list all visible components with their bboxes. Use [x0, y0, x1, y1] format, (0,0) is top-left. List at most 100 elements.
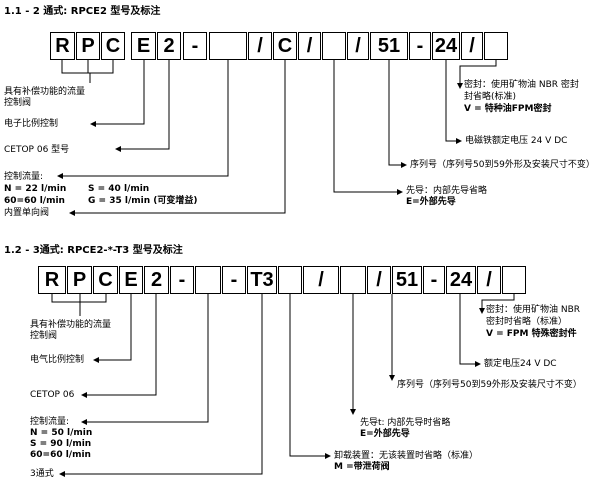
- d2-line-seal: [481, 294, 515, 311]
- d1-line-voltage: [445, 60, 459, 142]
- d2-label-unload-m: M =带泄荷阀: [334, 462, 390, 472]
- d1-cell-1: P: [76, 32, 100, 60]
- d2-label-cetop: CETOP 06: [30, 390, 75, 400]
- d1-arrow-pilot: [397, 189, 403, 195]
- d1-label-flow-g: G = 35 l/min (可变增益): [88, 196, 198, 206]
- d1-arrow-flow: [57, 173, 63, 179]
- d1-cell-13: -: [409, 32, 431, 60]
- d1-line-serial: [388, 60, 404, 166]
- d2-cell-3: E: [119, 266, 143, 294]
- d2-label-flow-s: S = 90 l/min: [30, 439, 92, 449]
- d1-arrow-voltage: [456, 138, 462, 144]
- d1-line-seal: [459, 60, 497, 86]
- d2-cell-9: [278, 266, 302, 294]
- d1-label-flow-60: 60=60 l/min: [4, 196, 65, 206]
- d1-label-serial: 序列号（序列号50到59外形及安装尺寸不变）: [410, 160, 595, 170]
- d1-cell-6: [209, 32, 247, 60]
- d1-line-pilot: [333, 60, 400, 193]
- d1-cell-7: /: [248, 32, 272, 60]
- d2-arrow-voltage: [475, 361, 481, 367]
- d1-label-electronic: 电子比例控制: [4, 119, 59, 129]
- d1-line-flow: [60, 60, 229, 177]
- d1-arrow-check: [69, 210, 75, 216]
- d2-arrow-flow: [81, 419, 87, 425]
- d1-label-seal-2: 封省略(标准): [464, 92, 517, 102]
- d2-arrow-cetop: [81, 392, 87, 398]
- d2-cell-10: /: [303, 266, 339, 294]
- d1-cell-5: -: [183, 32, 207, 60]
- d1-cell-4: 2: [157, 32, 181, 60]
- d1-label-cetop: CETOP 06 型号: [4, 145, 70, 155]
- diagram1-title: 1.1 - 2 通式: RPCE2 型号及标注: [4, 6, 161, 17]
- d2-cell-1: P: [67, 266, 92, 294]
- d2-cell-0: R: [38, 266, 66, 294]
- d1-label-seal-v: V = 特种油FPM密封: [464, 104, 552, 114]
- d1-cell-15: /: [461, 32, 483, 60]
- d1-arrow-serial: [401, 162, 407, 168]
- d2-cell-6: [195, 266, 221, 294]
- d1-cell-0: R: [50, 32, 75, 60]
- d2-cell-12: /: [367, 266, 391, 294]
- d1-cell-2: C: [101, 32, 125, 60]
- d2-label-seal-v: V = FPM 特殊密封件: [486, 329, 577, 339]
- d2-bracket-rpc: [51, 294, 107, 303]
- d1-label-flow-n: N = 22 l/min: [4, 184, 67, 194]
- d2-cell-17: [502, 266, 526, 294]
- d2-label-voltage: 额定电压24 V DC: [484, 359, 557, 369]
- d1-label-compensated-1: 具有补偿功能的流量: [4, 87, 86, 97]
- d1-label-seal-1: 密封：使用矿物油 NBR 密封: [464, 80, 579, 90]
- d2-arrow-seal: [479, 308, 485, 314]
- d2-label-three-way: 3通式: [30, 469, 54, 479]
- d1-label-check-valve: 内置单向阀: [4, 208, 50, 218]
- d2-line-three-way: [62, 294, 263, 475]
- d2-cell-13: 51: [392, 266, 422, 294]
- d2-cell-15: 24: [446, 266, 476, 294]
- d2-arrow-pilot: [350, 409, 356, 415]
- d1-cell-3: E: [131, 32, 156, 60]
- d1-line-electronic: [92, 60, 145, 125]
- d1-label-flow-title: 控制流量:: [4, 172, 44, 182]
- d1-label-pilot: 先导：内部先导省略: [406, 186, 488, 196]
- d2-label-pilot-e: E=外部先导: [360, 429, 410, 439]
- d2-cell-11: [340, 266, 366, 294]
- d1-arrow-seal: [457, 83, 463, 89]
- d2-cell-4: 2: [144, 266, 169, 294]
- d2-label-electric: 电气比例控制: [30, 355, 85, 365]
- d2-arrow-three-way: [59, 471, 65, 477]
- d2-label-flow-title: 控制流量:: [30, 417, 70, 427]
- d2-cell-16: /: [477, 266, 501, 294]
- d2-label-seal-1: 密封：使用矿物油 NBR: [486, 305, 581, 315]
- d1-cell-11: /: [347, 32, 369, 60]
- d1-label-flow-s: S = 40 l/min: [88, 184, 150, 194]
- d2-label-compensated-2: 控制阀: [30, 331, 58, 341]
- d2-line-unload: [289, 294, 328, 457]
- d1-label-pilot-e: E=外部先导: [406, 197, 456, 207]
- d2-line-cetop: [84, 294, 157, 396]
- d2-label-flow-60: 60=60 l/min: [30, 450, 91, 460]
- d1-leader-lines: [57, 60, 497, 216]
- d1-cell-14: 24: [432, 32, 460, 60]
- d2-arrow-electric: [93, 357, 99, 363]
- d1-cell-16: [484, 32, 508, 60]
- d2-cell-7: -: [222, 266, 246, 294]
- d2-arrow-serial: [389, 375, 395, 381]
- d2-label-compensated-1: 具有补偿功能的流量: [30, 320, 112, 330]
- d2-cell-2: C: [93, 266, 118, 294]
- d2-label-flow-n: N = 50 l/min: [30, 428, 93, 438]
- d2-cell-8: T3: [247, 266, 277, 294]
- diagram2-title: 1.2 - 3通式: RPCE2-*-T3 型号及标注: [4, 245, 183, 256]
- d2-arrow-unload: [325, 453, 331, 459]
- d2-label-unload: 卸载装置：无该装置时省略（标准）: [334, 451, 479, 461]
- d1-cell-8: C: [273, 32, 297, 60]
- d1-arrow-cetop: [115, 146, 121, 152]
- d2-label-seal-2: 密封时省略（标准）: [486, 317, 568, 327]
- d1-cell-10: [322, 32, 346, 60]
- d1-arrow-electronic: [90, 121, 96, 127]
- d2-label-serial: 序列号（序列号50到59外形及安装尺寸不变）: [397, 380, 582, 390]
- d2-line-voltage: [459, 294, 478, 365]
- d1-cell-12: 51: [370, 32, 408, 60]
- d1-label-voltage: 电磁铁额定电压 24 V DC: [465, 136, 568, 146]
- d1-line-check: [72, 60, 286, 214]
